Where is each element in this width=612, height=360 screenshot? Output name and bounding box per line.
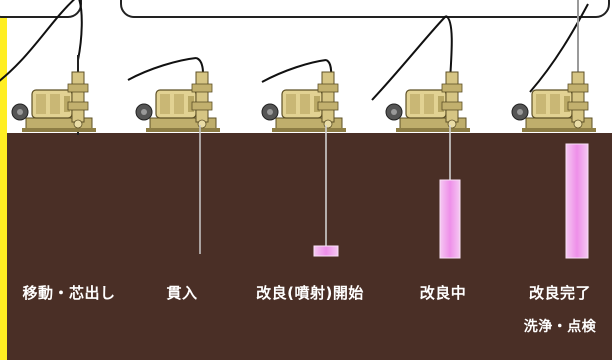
step-3-illustration — [261, 59, 347, 257]
step-5-illustration — [511, 0, 597, 259]
callout-bubble-right — [120, 0, 610, 18]
step-2-illustration — [127, 57, 221, 254]
improved-column-mid — [439, 179, 461, 259]
step-1-label: 移動・芯出し — [22, 284, 116, 302]
step-3-label: 改良(噴射)開始 — [256, 284, 364, 302]
step-1-illustration — [0, 0, 97, 135]
step-5-label: 改良完了 — [528, 284, 591, 302]
step-5-sublabel: 洗浄・点検 — [523, 319, 597, 335]
step-4-illustration — [371, 15, 471, 259]
ground-cross-section — [0, 133, 612, 360]
step-4-label: 改良中 — [419, 284, 467, 302]
improved-column-start — [313, 245, 339, 257]
step-2-label: 貫入 — [166, 284, 198, 302]
improved-column-complete — [565, 143, 589, 259]
left-accent-strip — [0, 0, 7, 360]
